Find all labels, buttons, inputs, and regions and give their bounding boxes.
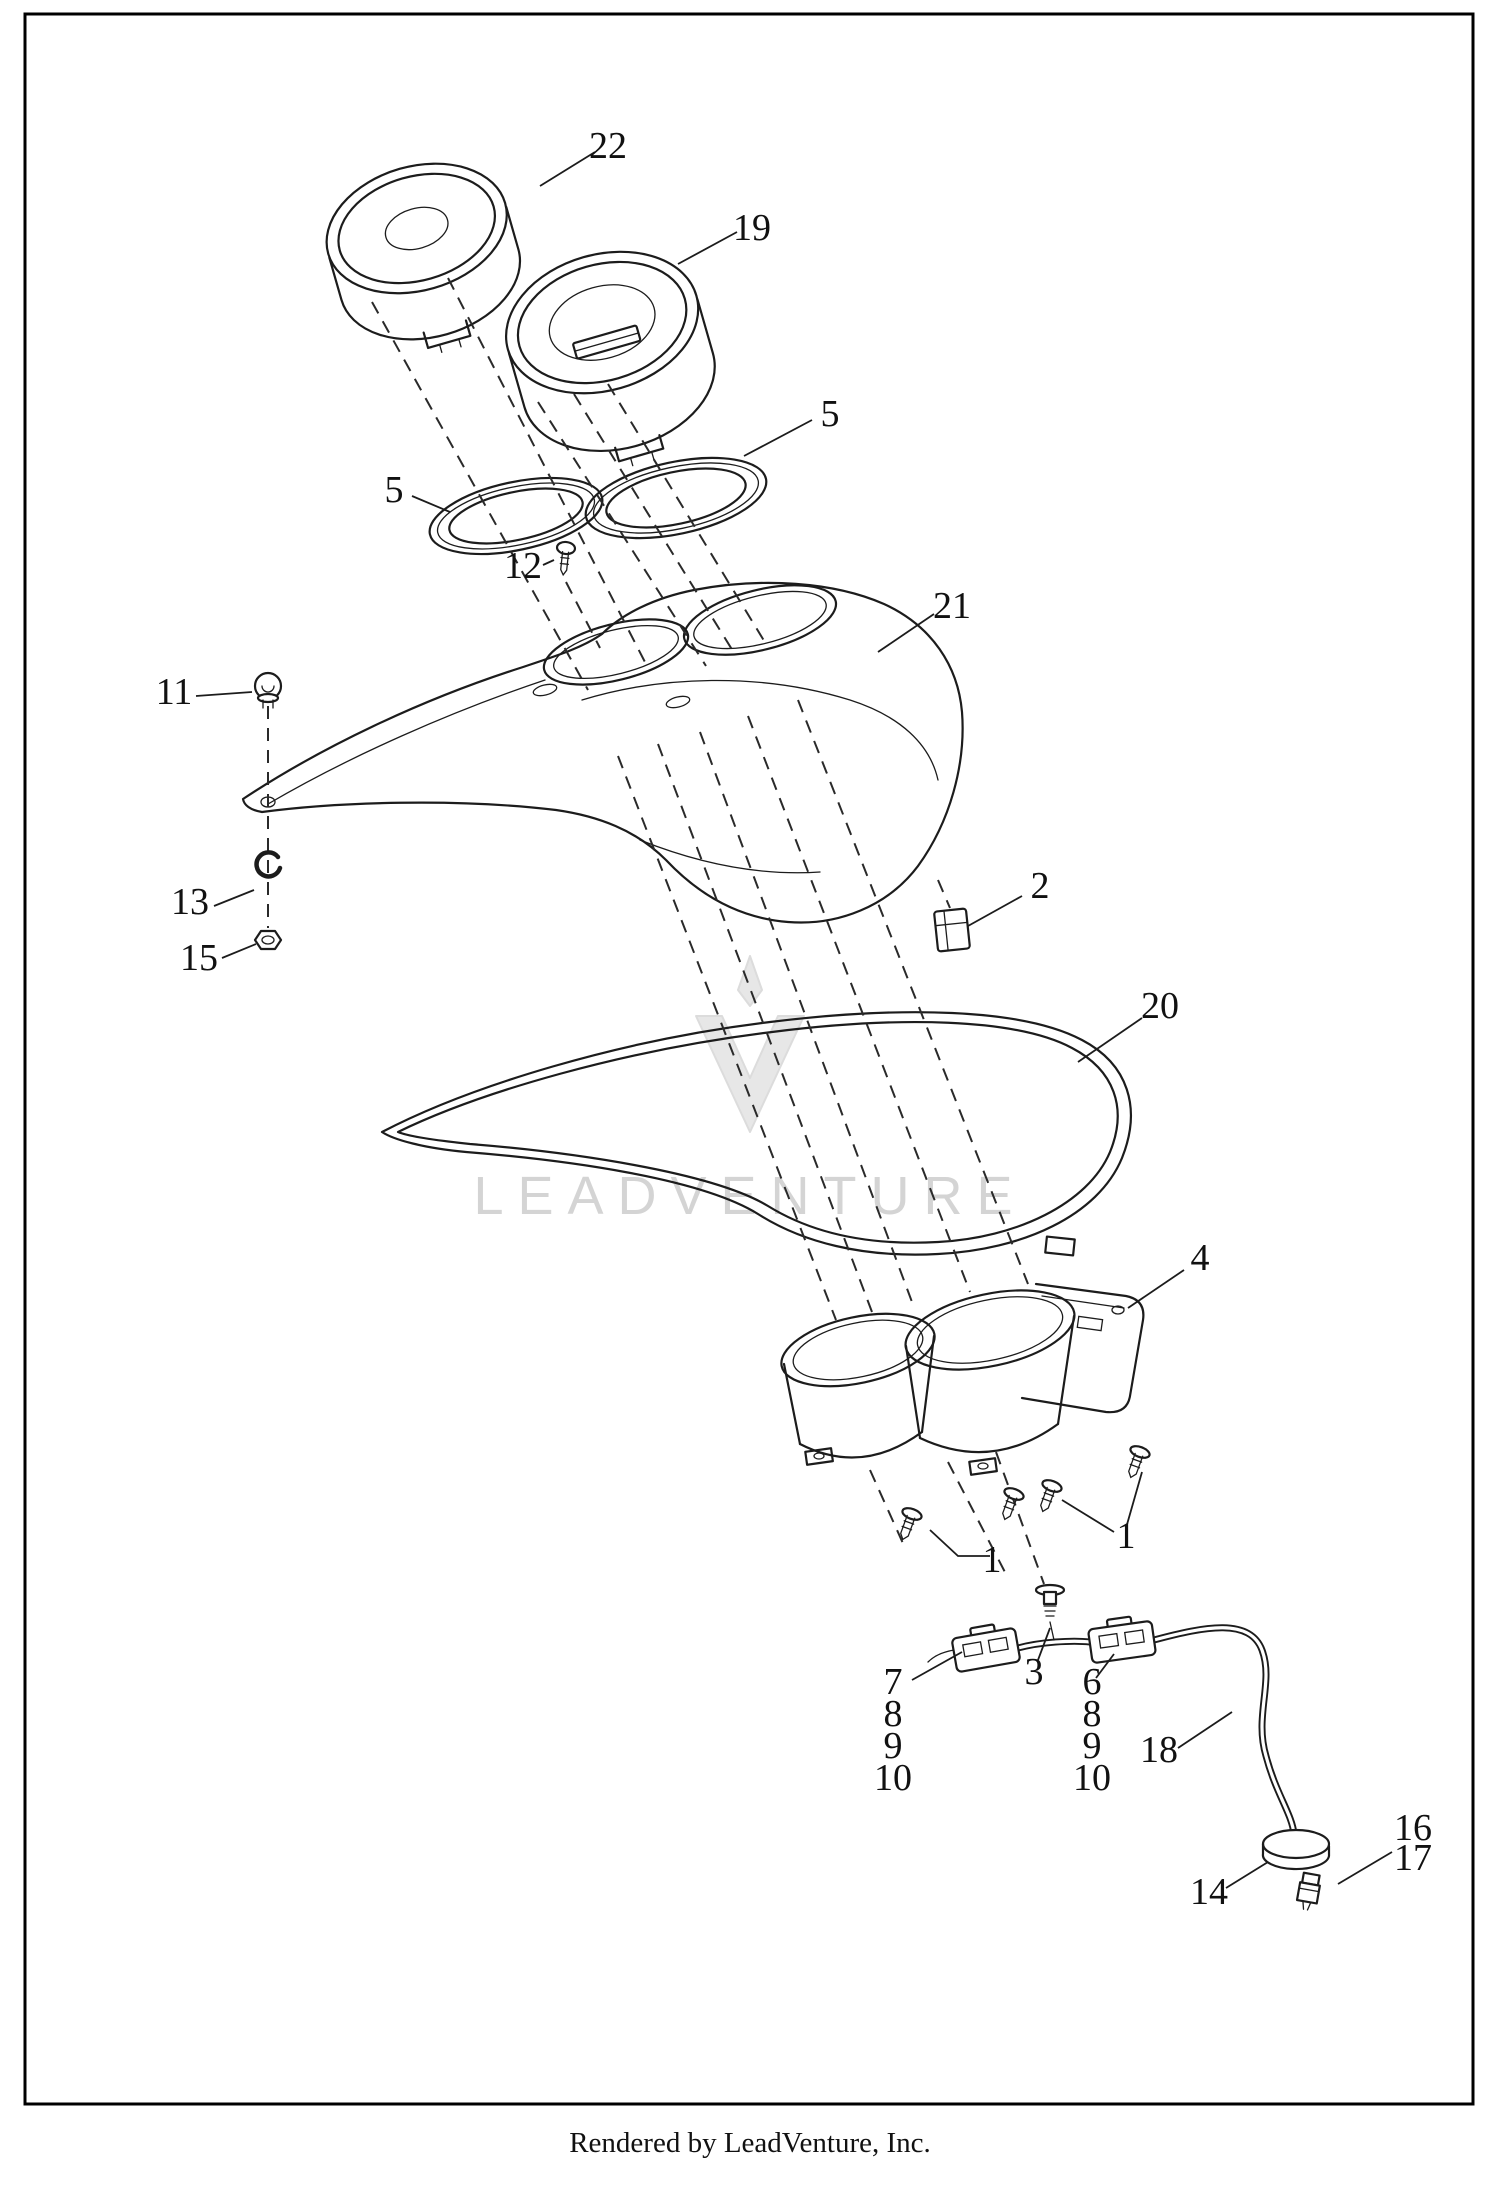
- clip-2: [933, 907, 971, 953]
- round-connector-14: [1261, 1828, 1331, 1871]
- page-border: [23, 12, 1475, 2106]
- callout-2: 2: [1031, 865, 1050, 907]
- alignment-dashed-lines: [267, 277, 1045, 1585]
- mount-screws-1: [900, 1445, 1151, 1541]
- watermark-logo-v-icon: [695, 1015, 805, 1133]
- callout-1-right: 1: [1117, 1515, 1136, 1557]
- housing-cup-left-rim: [780, 1312, 936, 1388]
- watermark: LEADVENTURE: [473, 955, 1026, 1226]
- sensor-3: [1034, 1583, 1066, 1617]
- callout-19: 19: [733, 207, 771, 249]
- callout-6: 6: [1083, 1661, 1102, 1703]
- housing-panel: [1020, 1282, 1145, 1414]
- screw-11: [253, 671, 283, 709]
- callout-7: 7: [884, 1661, 903, 1703]
- callout-10-right: 10: [1073, 1757, 1111, 1799]
- callout-8-left: 8: [884, 1693, 903, 1735]
- tachometer-gauge-22: [325, 162, 522, 353]
- cap-plug-16-17: [1295, 1871, 1321, 1911]
- callout-leader-lines: [195, 151, 1393, 1889]
- callout-11: 11: [156, 671, 193, 713]
- connector-6: [1087, 1615, 1157, 1664]
- connector-7: [951, 1623, 1021, 1673]
- nut-15: [253, 929, 283, 951]
- watermark-logo-icon: [737, 955, 763, 1007]
- speedometer-gauge-19: [504, 250, 716, 467]
- seal-tab: [1044, 1235, 1076, 1257]
- console-opening-right: [682, 584, 838, 656]
- console-seal-20: [380, 1011, 1132, 1257]
- callout-8-right: 8: [1083, 1693, 1102, 1735]
- callout-16: 16: [1394, 1807, 1432, 1849]
- callout-13: 13: [171, 881, 209, 923]
- callouts: 22 19 5 5 12 21 11 2 13 15 20 4 1 1 7 8 …: [156, 125, 1432, 1913]
- callout-22: 22: [589, 125, 627, 167]
- callout-18: 18: [1140, 1729, 1178, 1771]
- gauge-housing-4: [780, 1282, 1145, 1476]
- callout-9-right: 9: [1083, 1725, 1102, 1767]
- callout-17: 17: [1394, 1837, 1432, 1879]
- callout-15: 15: [180, 937, 218, 979]
- housing-mount-tab-right: [968, 1457, 998, 1476]
- footer-credit: Rendered by LeadVenture, Inc.: [569, 2127, 931, 2159]
- callout-9-left: 9: [884, 1725, 903, 1767]
- lock-washer-13: [254, 850, 283, 879]
- callout-14: 14: [1190, 1871, 1228, 1913]
- callout-1-left: 1: [983, 1539, 1002, 1581]
- callout-21: 21: [933, 585, 971, 627]
- callout-3: 3: [1025, 1651, 1044, 1693]
- console-opening-left: [542, 618, 690, 686]
- callout-12: 12: [504, 545, 542, 587]
- housing-mount-tab-left: [804, 1447, 834, 1466]
- callout-4: 4: [1191, 1237, 1210, 1279]
- screw-12: [555, 540, 577, 577]
- callout-10-left: 10: [874, 1757, 912, 1799]
- callout-5-left: 5: [385, 469, 404, 511]
- trim-ring-5-right: [584, 456, 768, 540]
- wiring-harness-18: [927, 1583, 1331, 1911]
- callout-20: 20: [1141, 985, 1179, 1027]
- callout-5-right: 5: [821, 393, 840, 435]
- watermark-text: LEADVENTURE: [473, 1166, 1026, 1226]
